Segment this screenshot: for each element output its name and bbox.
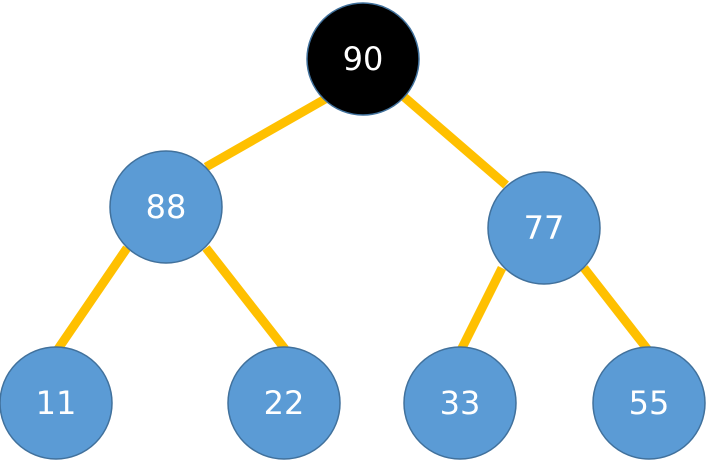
edge-77-55 <box>580 265 652 353</box>
tree-edges <box>54 92 652 353</box>
tree-node-88: 88 <box>109 150 223 264</box>
edge-88-11 <box>54 245 131 352</box>
tree-node-88-circle <box>109 150 223 264</box>
tree-node-33-circle <box>403 346 517 460</box>
tree-node-77: 77 <box>487 171 601 285</box>
tree-node-55-circle <box>592 346 706 460</box>
tree-node-33-label: 33 <box>440 384 481 422</box>
tree-node-22-circle <box>227 346 341 460</box>
root-node-circle <box>306 2 420 116</box>
tree-node-33: 33 <box>403 346 517 460</box>
edge-77-33 <box>456 265 507 353</box>
tree-node-77-label: 77 <box>524 209 565 247</box>
tree-node-77-circle <box>487 171 601 285</box>
tree-node-22: 22 <box>227 346 341 460</box>
tree-node-55-label: 55 <box>629 384 670 422</box>
edge-88-22 <box>202 245 289 352</box>
tree-node-55: 55 <box>592 346 706 460</box>
tree-node-11: 11 <box>0 346 113 460</box>
root-node-label: 90 <box>343 40 384 78</box>
tree-node-22-label: 22 <box>264 384 305 422</box>
tree-node-88-label: 88 <box>146 188 187 226</box>
edge-90-88 <box>203 94 330 171</box>
tree-node-11-circle <box>0 346 113 460</box>
edge-90-77 <box>400 92 509 189</box>
tree-node-11-label: 11 <box>36 384 77 422</box>
root-node: 90 <box>306 2 420 116</box>
